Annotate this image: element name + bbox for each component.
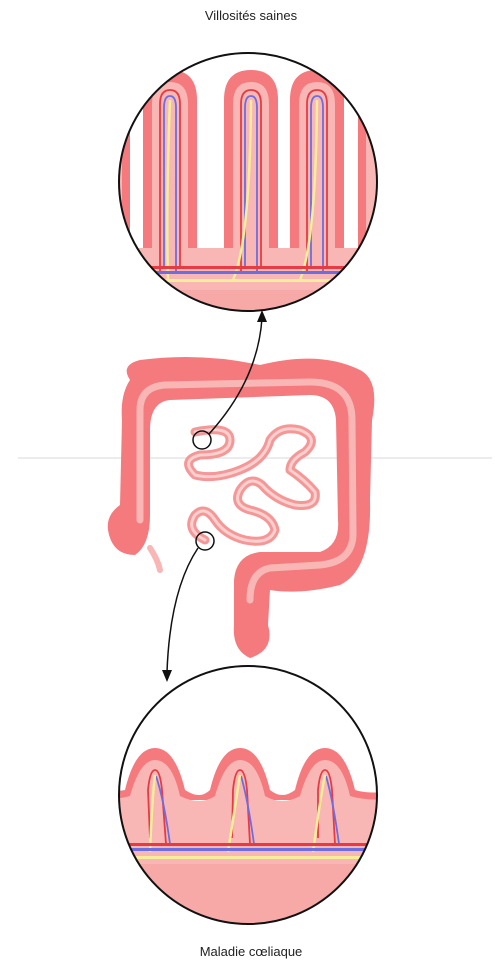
arrowhead-up-icon xyxy=(257,310,267,322)
healthy-villi-zoom xyxy=(96,40,400,338)
arrow-to-celiac xyxy=(167,548,198,672)
celiac-disease-label: Maladie cœliaque xyxy=(0,944,502,959)
celiac-villi-zoom xyxy=(100,660,400,934)
arrowhead-down-icon xyxy=(162,670,172,682)
small-intestine xyxy=(189,429,316,542)
